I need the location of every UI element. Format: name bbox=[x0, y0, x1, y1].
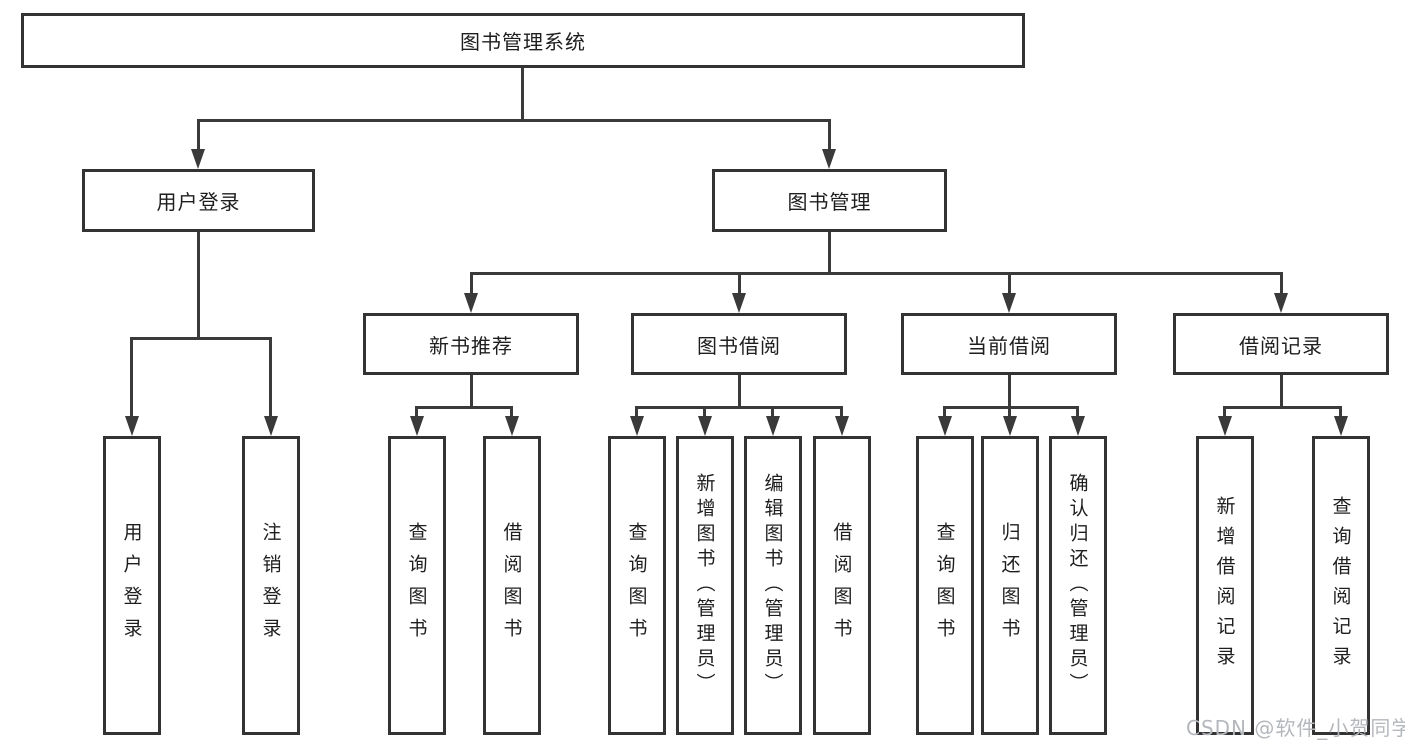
edge-records-drop1 bbox=[1223, 406, 1226, 418]
node-borrow-records: 借阅记录 bbox=[1173, 313, 1389, 375]
leaf-user-login: 用户登录 bbox=[103, 436, 161, 735]
arrow-newbook-leaf2-icon bbox=[505, 416, 519, 436]
node-user-login: 用户登录 bbox=[82, 169, 315, 232]
edge-bookborrow-drop2 bbox=[703, 406, 706, 418]
leaf-current-query-books: 查询图书 bbox=[916, 436, 974, 735]
node-book-borrow-label: 图书借阅 bbox=[697, 333, 781, 358]
leaf-records-query-record: 查询借阅记录 bbox=[1312, 436, 1370, 735]
node-book-borrow: 图书借阅 bbox=[631, 313, 847, 375]
edge-drop-new-book bbox=[470, 272, 473, 295]
edge-drop-user-login bbox=[197, 119, 200, 152]
leaf-borrow-borrow-books-label: 借阅图书 bbox=[830, 521, 853, 650]
edge-bookborrow-drop3 bbox=[771, 406, 774, 418]
edge-bookborrow-drop4 bbox=[840, 406, 843, 418]
node-root-label: 图书管理系统 bbox=[460, 30, 586, 54]
edge-newbook-rail bbox=[415, 406, 512, 409]
leaf-newbook-borrow-books-label: 借阅图书 bbox=[500, 521, 523, 650]
leaf-user-login-label: 用户登录 bbox=[120, 521, 143, 650]
arrow-leaf-user-login-icon bbox=[125, 416, 139, 436]
leaf-borrow-borrow-books: 借阅图书 bbox=[813, 436, 871, 735]
leaf-newbook-query-books-label: 查询图书 bbox=[405, 521, 428, 650]
edge-records-stem bbox=[1280, 375, 1283, 406]
node-book-management-label: 图书管理 bbox=[787, 190, 872, 214]
leaf-borrow-query-books: 查询图书 bbox=[608, 436, 666, 735]
arrow-book-borrow-icon bbox=[732, 293, 746, 313]
node-current-borrow: 当前借阅 bbox=[901, 313, 1117, 375]
leaf-borrow-add-books-admin: 新增图书（管理员） bbox=[676, 436, 734, 735]
leaf-records-add-record: 新增借阅记录 bbox=[1196, 436, 1254, 735]
arrow-current-borrow-icon bbox=[1002, 293, 1016, 313]
leaf-borrow-edit-books-admin: 编辑图书（管理员） bbox=[744, 436, 802, 735]
edge-bookborrow-stem bbox=[738, 375, 741, 406]
arrow-user-login-icon bbox=[191, 149, 205, 169]
edge-userlogin-rail bbox=[130, 337, 271, 340]
leaf-current-confirm-return-admin: 确认归还（管理员） bbox=[1049, 436, 1107, 735]
arrow-currentborrow-leaf3-icon bbox=[1071, 416, 1085, 436]
edge-drop-book-borrow bbox=[738, 272, 741, 295]
edge-drop-leaf-user-login bbox=[130, 337, 133, 419]
node-current-borrow-label: 当前借阅 bbox=[967, 333, 1051, 358]
leaf-borrow-query-books-label: 查询图书 bbox=[625, 521, 648, 650]
node-new-book-recommend-label: 新书推荐 bbox=[429, 333, 513, 358]
leaf-borrow-edit-books-admin-label: 编辑图书（管理员） bbox=[761, 473, 784, 698]
edge-newbook-stem bbox=[470, 375, 473, 406]
leaf-records-query-record-label: 查询借阅记录 bbox=[1329, 495, 1352, 676]
edge-root-rail bbox=[197, 119, 831, 122]
node-new-book-recommend: 新书推荐 bbox=[363, 313, 579, 375]
node-user-login-label: 用户登录 bbox=[156, 190, 241, 214]
edge-newbook-drop2 bbox=[510, 406, 513, 418]
leaf-newbook-query-books: 查询图书 bbox=[388, 436, 446, 735]
edge-drop-book-management bbox=[828, 119, 831, 152]
node-root: 图书管理系统 bbox=[21, 13, 1025, 68]
leaf-current-query-books-label: 查询图书 bbox=[933, 521, 956, 650]
node-borrow-records-label: 借阅记录 bbox=[1239, 333, 1323, 358]
edge-drop-borrow-records bbox=[1280, 272, 1283, 295]
edge-currentborrow-rail bbox=[943, 406, 1079, 409]
leaf-records-add-record-label: 新增借阅记录 bbox=[1213, 495, 1236, 676]
arrow-records-leaf2-icon bbox=[1334, 416, 1348, 436]
edge-drop-leaf-logout bbox=[269, 337, 272, 419]
edge-currentborrow-stem bbox=[1008, 375, 1011, 406]
edge-currentborrow-drop2 bbox=[1008, 406, 1011, 418]
arrow-bookborrow-leaf3-icon bbox=[766, 416, 780, 436]
arrow-book-management-icon bbox=[822, 149, 836, 169]
leaf-current-return-books: 归还图书 bbox=[981, 436, 1039, 735]
edge-records-drop2 bbox=[1339, 406, 1342, 418]
leaf-current-return-books-label: 归还图书 bbox=[998, 521, 1021, 650]
arrow-newbook-leaf1-icon bbox=[410, 416, 424, 436]
edge-bookborrow-drop1 bbox=[635, 406, 638, 418]
edge-root-stem bbox=[521, 68, 524, 119]
arrow-borrow-records-icon bbox=[1274, 293, 1288, 313]
edge-bookmgmt-stem bbox=[828, 232, 831, 272]
edge-bookborrow-rail bbox=[635, 406, 843, 409]
edge-records-rail bbox=[1223, 406, 1342, 409]
arrow-new-book-icon bbox=[464, 293, 478, 313]
leaf-logout-label: 注销登录 bbox=[259, 521, 282, 650]
edge-currentborrow-drop1 bbox=[943, 406, 946, 418]
arrow-bookborrow-leaf1-icon bbox=[630, 416, 644, 436]
edge-newbook-drop1 bbox=[415, 406, 418, 418]
node-book-management: 图书管理 bbox=[712, 169, 947, 232]
arrow-records-leaf1-icon bbox=[1218, 416, 1232, 436]
leaf-newbook-borrow-books: 借阅图书 bbox=[483, 436, 541, 735]
edge-userlogin-stem bbox=[197, 232, 200, 337]
arrow-leaf-logout-icon bbox=[264, 416, 278, 436]
leaf-logout: 注销登录 bbox=[242, 436, 300, 735]
edge-drop-current-borrow bbox=[1008, 272, 1011, 295]
leaf-borrow-add-books-admin-label: 新增图书（管理员） bbox=[693, 473, 716, 698]
edge-currentborrow-drop3 bbox=[1076, 406, 1079, 418]
arrow-currentborrow-leaf1-icon bbox=[938, 416, 952, 436]
arrow-bookborrow-leaf2-icon bbox=[698, 416, 712, 436]
arrow-currentborrow-leaf2-icon bbox=[1003, 416, 1017, 436]
arrow-bookborrow-leaf4-icon bbox=[835, 416, 849, 436]
edge-bookmgmt-rail bbox=[470, 272, 1282, 275]
leaf-current-confirm-return-admin-label: 确认归还（管理员） bbox=[1066, 473, 1089, 698]
watermark: CSDN @软件_小贺同学 bbox=[1186, 716, 1405, 740]
